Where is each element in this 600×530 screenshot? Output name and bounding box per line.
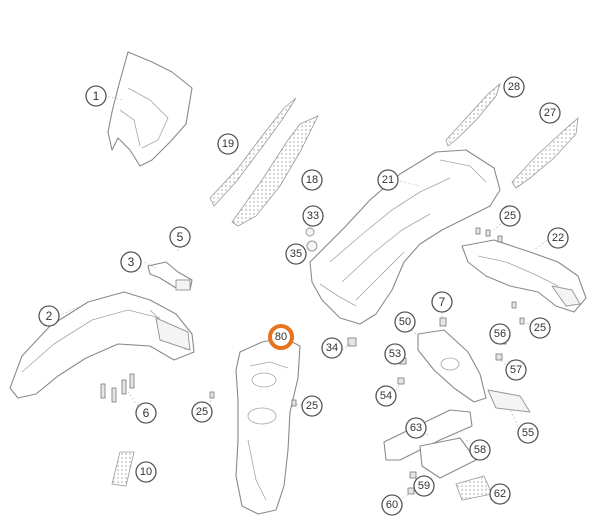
svg-text:7: 7 bbox=[439, 295, 446, 309]
part-side-plate-50[interactable] bbox=[417, 329, 487, 403]
callout-25-left[interactable]: 25 bbox=[191, 401, 213, 423]
part-headlight-mask[interactable] bbox=[107, 51, 193, 167]
callout-27[interactable]: 27 bbox=[539, 102, 561, 124]
part-plate-bracket-63[interactable] bbox=[383, 409, 477, 479]
svg-text:63: 63 bbox=[410, 422, 422, 434]
callout-3[interactable]: 3 bbox=[120, 251, 142, 273]
callout-5[interactable]: 5 bbox=[169, 226, 191, 248]
callout-7[interactable]: 7 bbox=[431, 291, 453, 313]
callout-34[interactable]: 34 bbox=[321, 337, 343, 359]
callout-58[interactable]: 58 bbox=[469, 439, 491, 461]
svg-text:25: 25 bbox=[306, 400, 318, 412]
part-airbox-21[interactable] bbox=[309, 149, 501, 325]
part-front-fender-2[interactable] bbox=[9, 291, 195, 399]
callout-6[interactable]: 6 bbox=[135, 402, 157, 424]
part-decal-18[interactable] bbox=[231, 115, 319, 227]
svg-text:27: 27 bbox=[544, 107, 556, 119]
svg-text:25: 25 bbox=[196, 406, 208, 418]
svg-text:34: 34 bbox=[326, 342, 338, 354]
callout-25-right[interactable]: 25 bbox=[529, 317, 551, 339]
svg-text:35: 35 bbox=[290, 248, 302, 260]
callout-28[interactable]: 28 bbox=[503, 76, 525, 98]
part-reflector-55[interactable] bbox=[487, 389, 531, 413]
part-screws-6[interactable] bbox=[100, 373, 135, 403]
svg-text:54: 54 bbox=[380, 390, 392, 402]
svg-text:18: 18 bbox=[306, 174, 318, 186]
callout-54[interactable]: 54 bbox=[375, 385, 397, 407]
svg-text:56: 56 bbox=[494, 328, 506, 340]
svg-text:3: 3 bbox=[128, 255, 135, 269]
svg-text:2: 2 bbox=[46, 309, 53, 323]
svg-text:50: 50 bbox=[399, 316, 411, 328]
part-strip-10[interactable] bbox=[111, 451, 135, 487]
callout-10[interactable]: 10 bbox=[135, 461, 157, 483]
callout-25-top[interactable]: 25 bbox=[499, 205, 521, 227]
callout-2[interactable]: 2 bbox=[38, 305, 60, 327]
svg-text:33: 33 bbox=[307, 210, 319, 222]
callout-55[interactable]: 55 bbox=[517, 422, 539, 444]
svg-text:80: 80 bbox=[275, 331, 287, 343]
part-rear-fender-22[interactable] bbox=[461, 239, 587, 313]
part-decal-28[interactable] bbox=[445, 82, 501, 147]
callout-22[interactable]: 22 bbox=[547, 227, 569, 249]
svg-text:59: 59 bbox=[418, 480, 430, 492]
callout-35[interactable]: 35 bbox=[285, 243, 307, 265]
callout-62[interactable]: 62 bbox=[489, 483, 511, 505]
svg-text:21: 21 bbox=[382, 174, 394, 186]
callout-60[interactable]: 60 bbox=[381, 494, 403, 516]
callout-50[interactable]: 50 bbox=[394, 311, 416, 333]
part-screw-34[interactable] bbox=[347, 337, 357, 347]
svg-text:19: 19 bbox=[222, 138, 234, 150]
svg-text:10: 10 bbox=[140, 466, 152, 478]
callout-57[interactable]: 57 bbox=[505, 359, 527, 381]
callout-25-center[interactable]: 25 bbox=[301, 395, 323, 417]
callout-33[interactable]: 33 bbox=[302, 205, 324, 227]
callout-21[interactable]: 21 bbox=[377, 169, 399, 191]
svg-text:5: 5 bbox=[177, 230, 184, 244]
callout-63[interactable]: 63 bbox=[405, 417, 427, 439]
svg-text:60: 60 bbox=[386, 499, 398, 511]
svg-text:22: 22 bbox=[552, 232, 564, 244]
part-bracket-3[interactable] bbox=[147, 261, 193, 291]
part-decal-27[interactable] bbox=[511, 117, 579, 189]
svg-text:62: 62 bbox=[494, 488, 506, 500]
callout-53[interactable]: 53 bbox=[384, 343, 406, 365]
svg-text:28: 28 bbox=[508, 81, 520, 93]
svg-text:53: 53 bbox=[389, 348, 401, 360]
callout-18[interactable]: 18 bbox=[301, 169, 323, 191]
part-cap-35[interactable] bbox=[306, 240, 318, 252]
callout-80-highlighted[interactable]: 80 bbox=[268, 324, 294, 350]
svg-text:55: 55 bbox=[522, 427, 534, 439]
svg-text:57: 57 bbox=[510, 364, 522, 376]
svg-text:58: 58 bbox=[474, 444, 486, 456]
part-number-plate-80[interactable] bbox=[235, 337, 301, 515]
svg-text:1: 1 bbox=[93, 89, 100, 103]
svg-text:25: 25 bbox=[504, 210, 516, 222]
part-cap-33[interactable] bbox=[305, 227, 315, 237]
callout-19[interactable]: 19 bbox=[217, 133, 239, 155]
svg-text:6: 6 bbox=[143, 406, 150, 420]
svg-text:25: 25 bbox=[534, 322, 546, 334]
callout-59[interactable]: 59 bbox=[413, 475, 435, 497]
callout-56[interactable]: 56 bbox=[489, 323, 511, 345]
callout-1[interactable]: 1 bbox=[85, 85, 107, 107]
part-decal-19[interactable] bbox=[209, 97, 297, 207]
